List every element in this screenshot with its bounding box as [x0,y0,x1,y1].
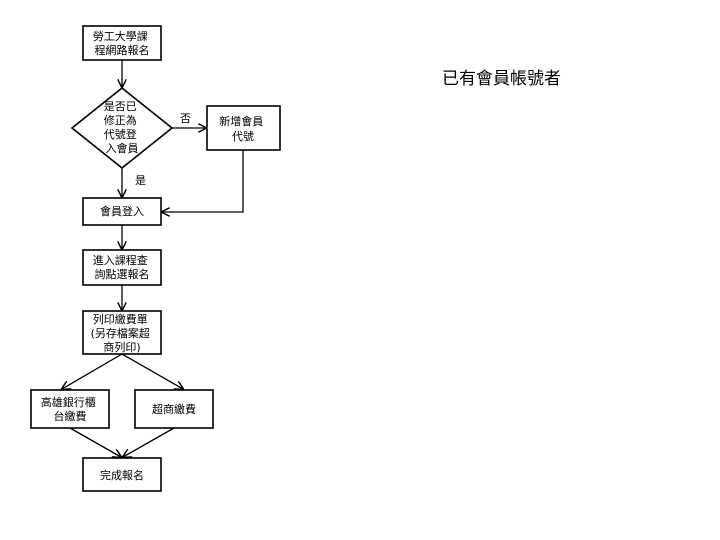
node-add-member-line-1: 新增會員 [219,114,263,128]
node-login: 會員登入 [82,197,162,226]
edge-add-to-login [162,150,244,212]
node-done-text: 完成報名 [100,468,144,482]
node-add-member: 新增會員 代號 [206,105,281,151]
node-query-text: 進入課程查 詢點選報名 [93,253,152,281]
edge-bank-to-done [69,427,121,457]
node-store-line-1: 超商繳費 [152,402,196,416]
side-title: 已有會員帳號者 [442,69,561,89]
node-store-text: 超商繳費 [152,402,196,416]
node-start: 勞工大學課 程網路報名 [82,25,162,61]
node-decision-line-2: 修正為 [104,113,137,127]
node-print-line-2: (另存檔案超 [91,326,150,340]
node-login-line-1: 會員登入 [100,204,144,218]
node-done: 完成報名 [82,457,162,492]
node-print-text: 列印繳費單 (另存檔案超 商列印) [91,312,154,354]
edge-store-to-done [123,427,175,457]
node-login-text: 會員登入 [100,204,144,218]
node-start-line-1: 勞工大學課 [93,29,148,43]
node-bank-line-2: 台繳費 [54,409,87,423]
node-decision-line-4: 入會員 [106,141,139,155]
node-decision: 是否已 修正為 代號登 入會員 [70,86,174,170]
edge-print-to-bank [62,353,123,389]
node-add-member-line-2: 代號 [232,130,254,143]
node-done-line-1: 完成報名 [100,468,144,482]
node-store: 超商繳費 [134,389,214,429]
node-add-member-text: 新增會員 代號 [219,114,267,143]
node-print-line-3: 商列印) [103,340,140,354]
node-print-line-1: 列印繳費單 [93,312,148,326]
node-query-line-1: 進入課程查 [93,253,148,267]
node-query: 進入課程查 詢點選報名 [82,249,162,286]
node-bank-line-1: 高雄銀行櫃 [41,395,96,409]
node-decision-line-1: 是否已 [104,100,137,113]
node-bank-text: 高雄銀行櫃 台繳費 [41,395,100,423]
node-start-line-2: 程網路報名 [95,43,150,57]
edge-print-to-store [121,353,183,389]
edge-label-yes: 是 [135,174,146,187]
edge-label-no: 否 [180,112,191,125]
node-start-text: 勞工大學課 程網路報名 [93,29,152,57]
node-query-line-2: 詢點選報名 [95,267,150,281]
node-decision-line-3: 代號登 [104,127,137,141]
node-decision-text: 是否已 修正為 代號登 入會員 [104,100,141,155]
node-bank: 高雄銀行櫃 台繳費 [30,389,110,429]
node-print: 列印繳費單 (另存檔案超 商列印) [82,310,162,355]
